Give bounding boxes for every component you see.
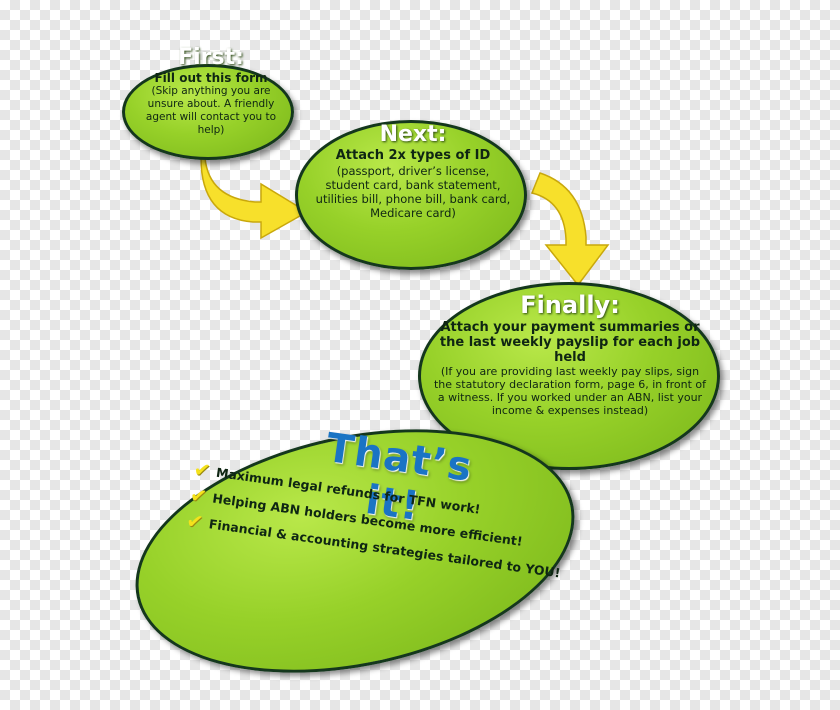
step-next-detail: (passport, driver’s license, student car… <box>315 164 511 220</box>
check-icon: ✔ <box>192 456 213 483</box>
step-first: First: Fill out this form (Skip anything… <box>140 45 282 137</box>
check-icon: ✔ <box>184 508 205 535</box>
step-next-heading: Next: <box>379 122 447 147</box>
step-next-instruction: Attach 2x types of ID <box>335 148 491 163</box>
arrow-next-to-finally <box>530 172 610 287</box>
step-first-instruction: Fill out this form <box>154 71 268 85</box>
step-first-detail: (Skip anything you are unsure about. A f… <box>145 85 277 136</box>
step-finally-oval <box>418 282 720 470</box>
step-finally-instruction: Attach your payment summaries or the las… <box>439 320 701 365</box>
step-finally-detail: (If you are providing last weekly pay sl… <box>433 365 706 417</box>
step-finally-heading: Finally: <box>520 291 620 319</box>
step-finally: Finally: Attach your payment summaries o… <box>432 290 708 417</box>
step-first-heading: First: <box>178 45 244 70</box>
step-next-oval <box>295 120 527 270</box>
step-next: Next: Attach 2x types of ID (passport, d… <box>313 122 513 220</box>
arrow-first-to-next <box>200 157 309 240</box>
check-icon: ✔ <box>188 482 209 509</box>
step-first-oval <box>122 64 294 160</box>
